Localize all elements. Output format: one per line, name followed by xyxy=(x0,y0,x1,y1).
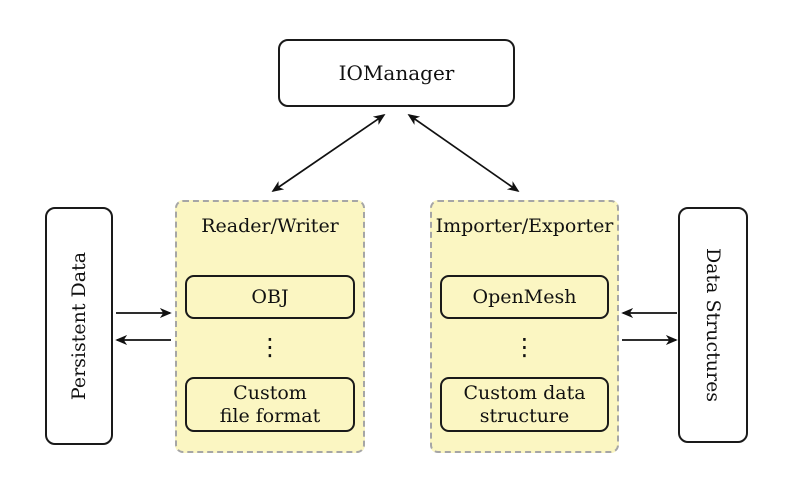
obj-node: OBJ xyxy=(185,275,355,319)
obj-label: OBJ xyxy=(251,285,289,308)
reader-writer-ellipsis: ⋮ xyxy=(185,331,355,363)
persistent-data-node: Persistent Data xyxy=(45,207,113,445)
importer-exporter-title: Importer/Exporter xyxy=(435,215,614,237)
arrow-iomanager-importer-exporter xyxy=(407,113,520,193)
vertical-dots: ⋮ xyxy=(512,333,537,361)
custom-data-structure-node: Custom data structure xyxy=(440,377,609,432)
reader-writer-title: Reader/Writer xyxy=(201,215,339,237)
openmesh-label: OpenMesh xyxy=(472,285,577,308)
importer-exporter-ellipsis: ⋮ xyxy=(440,331,609,363)
iomanager-node: IOManager xyxy=(278,39,515,107)
arrow-iomanager-reader-writer xyxy=(271,113,386,193)
data-structures-label: Data Structures xyxy=(702,247,724,403)
vertical-dots: ⋮ xyxy=(258,333,282,361)
custom-file-format-node: Custom file format xyxy=(185,377,355,432)
persistent-data-label: Persistent Data xyxy=(68,251,90,401)
data-structures-node: Data Structures xyxy=(678,207,748,443)
openmesh-node: OpenMesh xyxy=(440,275,609,319)
iomanager-label: IOManager xyxy=(338,61,455,85)
custom-data-structure-label: Custom data structure xyxy=(463,381,586,427)
custom-file-format-label: Custom file format xyxy=(219,381,321,427)
